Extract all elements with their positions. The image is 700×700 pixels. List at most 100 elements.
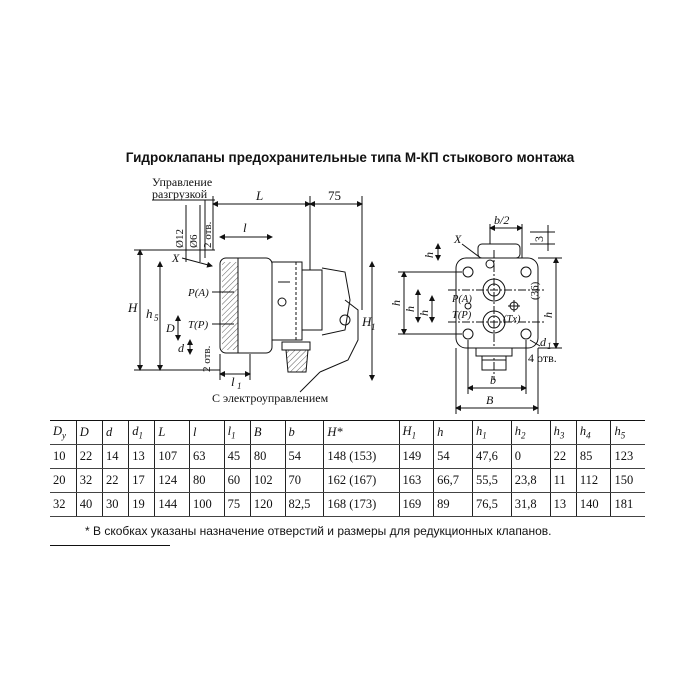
table-cell: 10: [50, 444, 77, 469]
table-cell: 13: [549, 492, 577, 517]
table-cell: 140: [575, 492, 611, 517]
table-cell: 22: [549, 444, 577, 469]
table-cell: 19: [128, 492, 155, 517]
footnote-rule: [50, 545, 170, 546]
dim-h2: h: [422, 252, 436, 258]
dim-phi6: Ø6: [188, 234, 200, 248]
dim-TP-front: T(P): [452, 310, 472, 321]
table-header-cell: l1: [223, 420, 251, 445]
technical-drawing: Управление разгрузкой L 75 Ø12 Ø6 2 отв.…: [127, 175, 562, 414]
dim-D: D: [165, 321, 175, 335]
dim-TP: T(P): [188, 319, 209, 331]
table-header-cell: b: [284, 420, 324, 445]
table-cell: 181: [610, 492, 645, 517]
page-title: Гидроклапаны предохранительные типа М-КП…: [125, 150, 575, 165]
table-header-cell: B: [249, 420, 285, 445]
table-cell: 32: [75, 468, 103, 493]
table-cell: 149: [398, 444, 434, 469]
table-cell: 89: [433, 492, 473, 517]
table-cell: 80: [189, 468, 225, 493]
dim-d1: d: [540, 335, 547, 349]
table-cell: 20: [50, 468, 77, 493]
dim-36: (36): [529, 281, 541, 300]
table-cell: 169: [398, 492, 434, 517]
table-cell: 60: [223, 468, 251, 493]
table-cell: 168 (173): [323, 492, 400, 517]
dim-b2: b/2: [494, 213, 509, 227]
table-cell: 11: [549, 468, 577, 493]
table-header-cell: h5: [610, 420, 645, 445]
table-cell: 17: [128, 468, 155, 493]
table-cell: 162 (167): [323, 468, 400, 493]
dim-2holes-top: 2 отв.: [202, 221, 214, 248]
table-cell: 144: [154, 492, 190, 517]
dim-h: h: [389, 300, 403, 306]
table-cell: 124: [154, 468, 190, 493]
table-cell: 100: [189, 492, 225, 517]
table-cell: 32: [50, 492, 77, 517]
table-cell: 45: [223, 444, 251, 469]
dim-X: X: [171, 251, 180, 265]
dim-d: d: [178, 341, 185, 355]
table-cell: 23,8: [510, 468, 551, 493]
table-cell: 63: [189, 444, 225, 469]
dim-75: 75: [328, 188, 341, 203]
label-unloading: разгрузкой: [152, 187, 208, 201]
dim-L: L: [255, 188, 263, 203]
svg-text:1: 1: [547, 341, 552, 351]
table-cell: 82,5: [284, 492, 324, 517]
table-cell: 76,5: [471, 492, 512, 517]
dim-X-front: X: [453, 232, 462, 246]
dim-PA: P(A): [187, 287, 209, 299]
dim-l1: l: [231, 374, 235, 389]
table-header-cell: l: [189, 420, 225, 445]
table-cell: 112: [575, 468, 611, 493]
table-cell: 13: [128, 444, 155, 469]
table-header-cell: h4: [575, 420, 611, 445]
table-cell: 148 (153): [323, 444, 400, 469]
table-cell: 54: [284, 444, 324, 469]
table-cell: 66,7: [433, 468, 473, 493]
table-cell: 70: [284, 468, 324, 493]
table-cell: 54: [433, 444, 473, 469]
table-cell: 55,5: [471, 468, 512, 493]
table-cell: 102: [249, 468, 285, 493]
table-cell: 85: [575, 444, 611, 469]
dim-PA-front: P(A): [451, 294, 472, 305]
table-header-cell: Dу: [50, 420, 77, 445]
dim-TX: (Tx): [503, 314, 521, 325]
table-cell: 80: [249, 444, 285, 469]
table-cell: 120: [249, 492, 285, 517]
table-cell: 31,8: [510, 492, 551, 517]
table-cell: 47,6: [471, 444, 512, 469]
dim-h4: h: [541, 312, 555, 318]
footnote: * В скобках указаны назначение отверстий…: [85, 524, 552, 538]
dim-b: b: [490, 373, 496, 387]
front-view: b/2 3 X h: [389, 213, 562, 414]
dim-4holes: 4 отв.: [528, 351, 557, 365]
table-header-cell: H*: [323, 420, 400, 445]
table-cell: 107: [154, 444, 190, 469]
dim-l: l: [243, 220, 247, 235]
table-cell: 123: [610, 444, 645, 469]
table-header-cell: D: [75, 420, 103, 445]
table-header-cell: d1: [128, 420, 155, 445]
caption-electro: С электроуправлением: [212, 391, 329, 405]
table-cell: 22: [101, 468, 129, 493]
table-header-cell: d: [101, 420, 129, 445]
dim-H1: H: [361, 314, 372, 329]
dim-3: 3: [532, 236, 546, 242]
table-cell: 22: [75, 444, 103, 469]
table-cell: 30: [101, 492, 129, 517]
dim-2holes-bottom: 2 отв.: [201, 345, 213, 372]
dim-h1: h: [403, 306, 417, 312]
dim-h3: h: [417, 310, 431, 316]
table-cell: 75: [223, 492, 251, 517]
dim-H: H: [127, 300, 138, 315]
